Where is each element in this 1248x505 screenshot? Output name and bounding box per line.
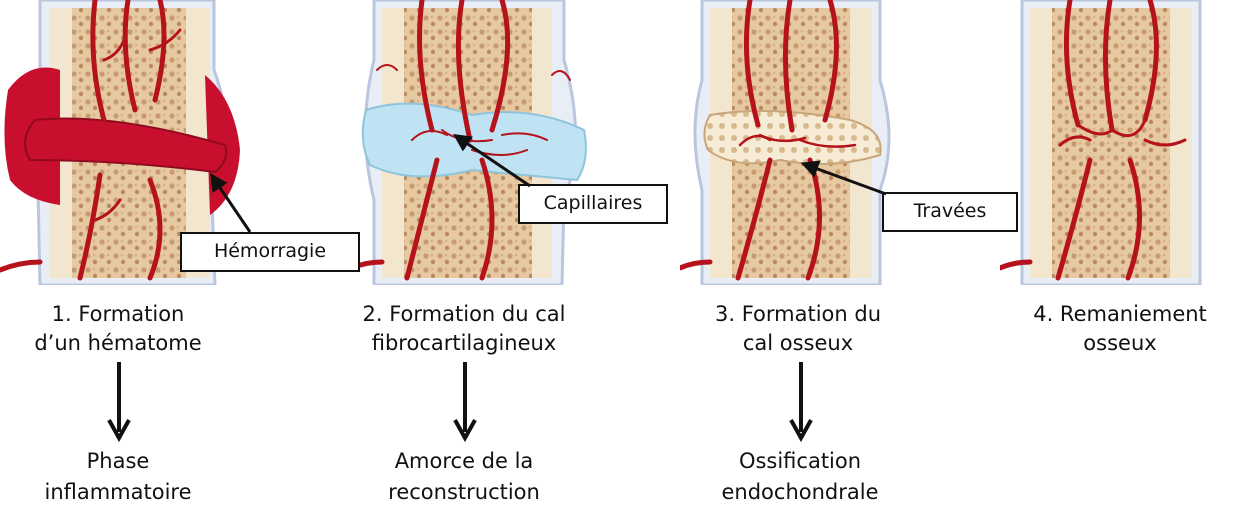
stage-1-caption-line2: d’un hématome bbox=[0, 329, 236, 358]
stage-4-caption-line2: osseux bbox=[1002, 329, 1238, 358]
stage-3-bony-callus-illustration bbox=[680, 0, 910, 285]
stage-3-caption-line2: cal osseux bbox=[680, 329, 916, 358]
stage-2-result-line2: reconstruction bbox=[346, 477, 582, 505]
stage-4-caption: 4. Remaniement osseux bbox=[1002, 300, 1238, 358]
stage-1-result-line1: Phase bbox=[0, 446, 236, 477]
stage-2-down-arrow-icon bbox=[450, 362, 480, 442]
stage-2-caption-line2: fibrocartilagineux bbox=[330, 329, 598, 358]
stage-2-result-line1: Amorce de la bbox=[346, 446, 582, 477]
trabeculae-callout: Travées bbox=[882, 192, 1018, 232]
stage-1-caption: 1. Formation d’un hématome bbox=[0, 300, 236, 358]
stage-1-result: Phase inflammatoire bbox=[0, 446, 236, 505]
stage-2-caption: 2. Formation du cal fibrocartilagineux bbox=[330, 300, 598, 358]
stage-3-down-arrow-icon bbox=[786, 362, 816, 442]
stage-3-result-line2: endochondrale bbox=[682, 477, 918, 505]
stage-1-caption-line1: 1. Formation bbox=[0, 300, 236, 329]
stage-1-down-arrow-icon bbox=[104, 362, 134, 442]
stage-3-result: Ossification endochondrale bbox=[682, 446, 918, 505]
hemorrhage-callout: Hémorragie bbox=[180, 232, 360, 272]
stage-3-caption: 3. Formation du cal osseux bbox=[680, 300, 916, 358]
stage-4-remodeling-illustration bbox=[1000, 0, 1230, 285]
capillaries-callout: Capillaires bbox=[518, 184, 668, 224]
stage-3-result-line1: Ossification bbox=[682, 446, 918, 477]
stage-2-fibrocartilage-illustration bbox=[352, 0, 602, 285]
stage-2-result: Amorce de la reconstruction bbox=[346, 446, 582, 505]
stage-1-result-line2: inflammatoire bbox=[0, 477, 236, 505]
stage-3-caption-line1: 3. Formation du bbox=[680, 300, 916, 329]
stage-2-caption-line1: 2. Formation du cal bbox=[330, 300, 598, 329]
stage-4-caption-line1: 4. Remaniement bbox=[1002, 300, 1238, 329]
